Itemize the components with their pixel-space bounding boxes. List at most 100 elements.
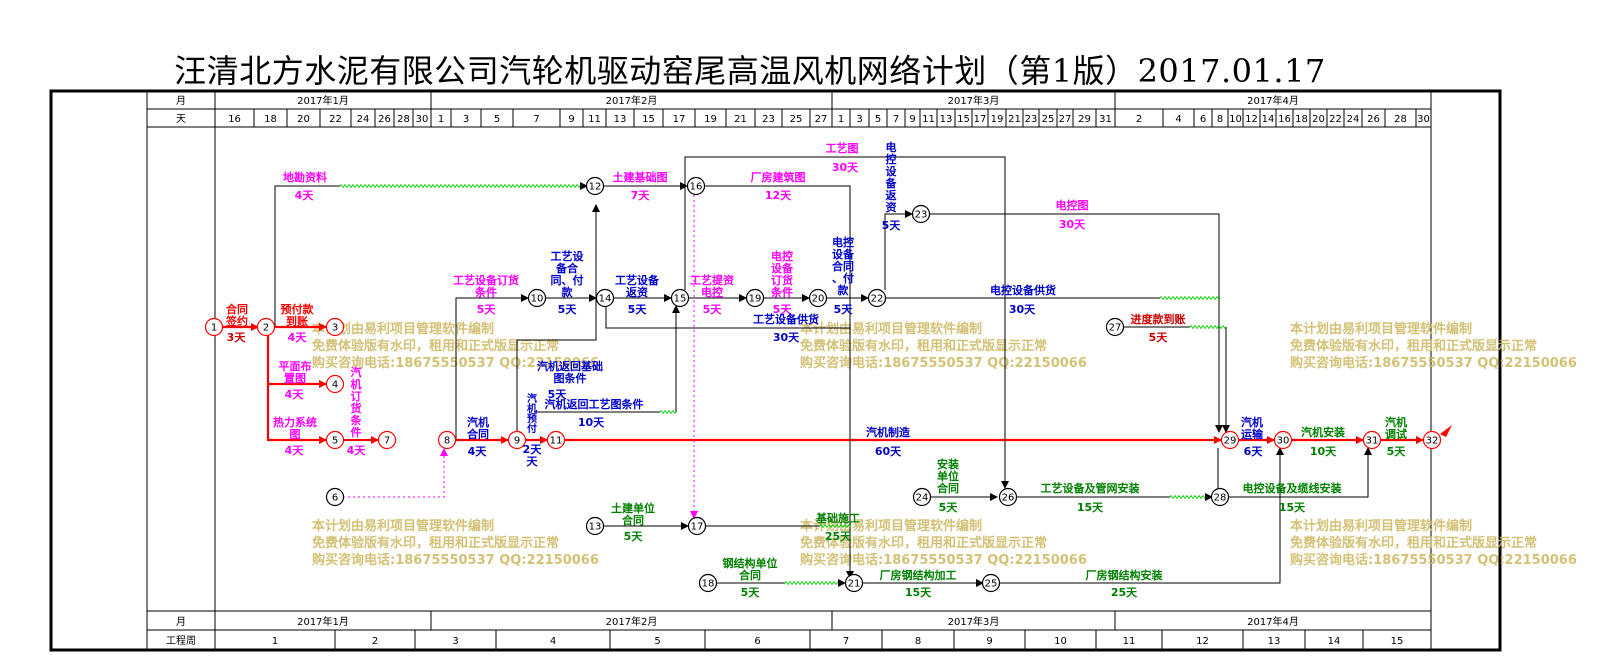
activity-name-a5: 汽 [351,365,362,379]
activity-name-a34: 钢结构单位 [723,556,778,570]
header-day: 3 [463,114,469,125]
activity-name-a5: 条 [350,413,363,427]
activity-name-a5: 机 [351,377,362,391]
header-day: 4 [1175,114,1181,125]
node-number: 7 [384,436,390,447]
activity-duration-a25: 60天 [875,445,902,458]
activity-duration-a21: 4天 [468,445,488,458]
activity-duration-a6: 4天 [295,189,315,202]
footer-week: 3 [452,636,458,647]
free-float-wave [784,581,841,585]
watermark-text: 购买咨询电话:18675550537 QQ:22150066 [1290,355,1577,371]
activity-name-a14: 电控 [832,235,854,249]
node-circle [325,374,345,394]
activity-duration-a16: 30天 [832,161,859,174]
activity-name-a30: 工艺设备及管网安装 [1041,481,1140,495]
activity-name-a31: 电控设备及缆线安装 [1243,481,1342,495]
header-day: 21 [1008,114,1021,125]
activity-name-a4: 图 [290,428,301,441]
header-day: 9 [909,114,915,125]
node-circle [585,176,605,196]
watermark-text: 免费体验版有水印，租用和正式版显示正常 [312,535,559,551]
header-day: 29 [1078,114,1091,125]
node-number: 12 [589,182,602,193]
header-day: 30 [1417,114,1430,125]
watermark-text: 购买咨询电话:18675550537 QQ:22150066 [312,552,599,568]
activity-name-a15: 工艺设备供货 [753,312,819,326]
activity-name-a13: 设备 [771,261,794,275]
activity-name-a23: 付 [527,422,537,435]
header-day: 15 [957,114,970,125]
activity-name-a22: 图条件 [554,371,587,385]
header-day: 20 [1312,114,1325,125]
node-circle [437,430,457,450]
header-day: 7 [533,114,539,125]
node-number: 30 [1277,436,1290,447]
watermark-text: 本计划由易利项目管理软件编制 [800,321,982,337]
watermark-text: 本计划由易利项目管理软件编制 [1290,321,1472,337]
activity-name-a17: 资 [886,200,897,214]
footer-week: 13 [1268,636,1281,647]
page-title: 汪清北方水泥有限公司汽轮机驱动窑尾高温风机网络计划（第1版）2017.01.17 [174,52,1326,90]
activity-arrow [516,204,600,432]
activity-duration-a32: 5天 [624,530,644,543]
node-number: 21 [848,579,861,590]
header-day: 9 [568,114,574,125]
activity-name-a8: 备合 [555,261,579,275]
node-number: 14 [599,294,612,305]
header-day: 20 [297,114,310,125]
activity-duration-a29: 5天 [939,501,959,514]
watermark-text: 本计划由易利项目管理软件编制 [312,518,494,534]
node-number: 2 [263,323,269,334]
header-day: 1 [438,114,444,125]
node-number: 16 [690,182,703,193]
activity-name-a12: 电控 [701,285,723,299]
activity-arrow [884,210,913,290]
activity-name-a1: 合同 [226,302,248,316]
header-day: 7 [893,114,899,125]
activity-arrow [343,448,448,498]
activity-name-a27: 汽机安装 [1301,425,1345,439]
header-day: 10 [1229,114,1242,125]
header-day: 11 [588,114,601,125]
node-number: 10 [531,294,544,305]
header-day: 27 [1059,114,1072,125]
node-number: 18 [702,579,715,590]
node-number: 31 [1366,436,1379,447]
node-circle [507,430,527,450]
activity-name-a25: 汽机制造 [866,425,911,439]
node-number: 17 [691,522,704,533]
node-circle [325,487,345,507]
watermark-text: 免费体验版有水印，租用和正式版显示正常 [1290,535,1537,551]
header-day: 16 [228,114,241,125]
activity-duration-a19: 30天 [1009,303,1036,316]
activity-name-a5: 订 [351,389,362,403]
watermark-text: 本计划由易利项目管理软件编制 [312,321,494,337]
activity-name-a3: 置图 [284,372,306,385]
activity-name-a13: 条件 [770,285,793,299]
free-float-wave [339,184,581,188]
footer-week: 4 [550,636,556,647]
node-number: 8 [444,436,450,447]
activity-duration-a1: 3天 [227,331,247,344]
activity-name-a33: 基础施工 [815,511,860,525]
header-day: 30 [416,114,429,125]
activity-duration-a22: 5天 [548,388,568,401]
footer-week: 2 [372,636,378,647]
activity-name-a28: 调试 [1385,427,1407,441]
activity-name-a11: 厂房建筑图 [751,170,806,184]
activity-name-a29: 单位 [937,469,959,483]
footer-month: 2017年2月 [606,615,658,628]
activity-name-a36: 厂房钢结构安装 [1086,568,1163,582]
footer-week: 8 [915,636,921,647]
activity-duration-a8: 5天 [558,303,578,316]
node-circle [1362,430,1382,450]
activity-duration-a23: 2天 [523,443,543,456]
activity-duration-a36: 25天 [1111,586,1138,599]
activity-duration-a9: 5天 [628,303,648,316]
footer-week: 6 [754,636,760,647]
node-number: 27 [1109,323,1122,334]
node-circle [204,317,224,337]
node-circle [687,516,707,536]
watermark-text: 购买咨询电话:18675550537 QQ:22150066 [800,355,1087,371]
